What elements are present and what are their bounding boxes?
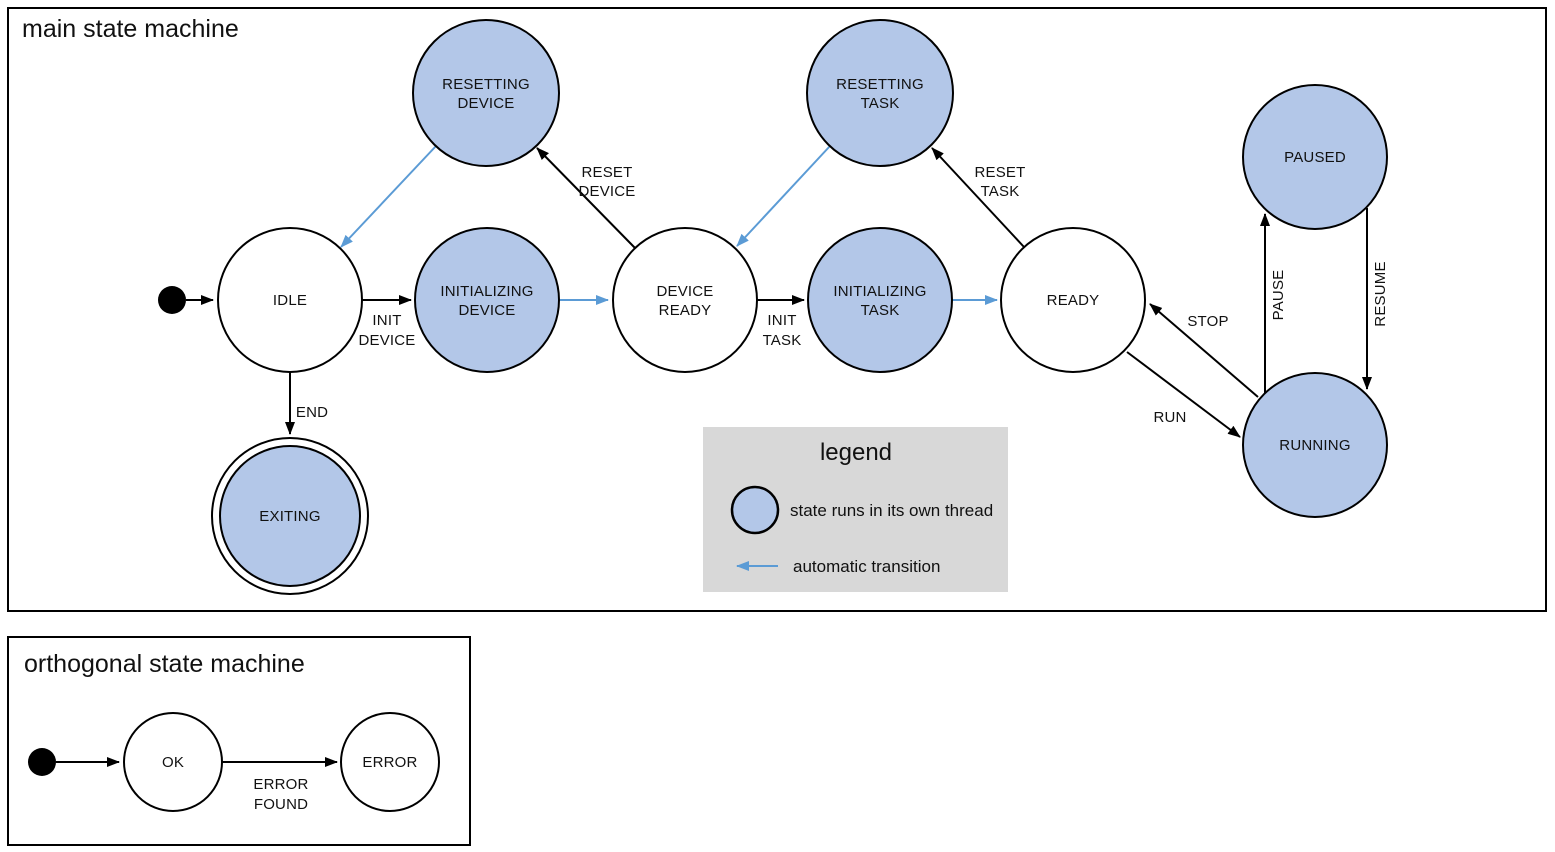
- state-initializing-task: [807, 227, 953, 373]
- state-ok: [123, 712, 223, 812]
- state-resetting-device: [412, 19, 560, 167]
- state-resetting-task-label-line2: TASK: [861, 95, 900, 112]
- state-exiting-label: EXITING: [259, 508, 320, 525]
- edge-label-stop: STOP: [1187, 313, 1228, 330]
- state-running-label: RUNNING: [1279, 437, 1350, 454]
- edge-auto-resetting-task-to-device-ready: [736, 145, 831, 247]
- edge-label-pause: PAUSE: [1270, 270, 1287, 321]
- legend-title: legend: [820, 439, 892, 466]
- edge-label-reset-task-line1: RESET: [974, 164, 1025, 181]
- edge-auto-resetting-device-to-idle: [340, 145, 437, 248]
- state-resetting-device-label-line2: DEVICE: [457, 95, 514, 112]
- edge-running-to-ready-stop: [1149, 303, 1259, 398]
- state-exiting: [219, 445, 361, 587]
- edge-ready-to-running-run: [1126, 351, 1241, 438]
- state-initializing-device-label-line1: INITIALIZING: [440, 283, 533, 300]
- edge-label-reset-device-line1: RESET: [581, 164, 632, 181]
- legend-thread-state-label: state runs in its own thread: [790, 501, 993, 520]
- state-idle: [217, 227, 363, 373]
- state-ready: [1000, 227, 1146, 373]
- state-error-label: ERROR: [362, 754, 417, 771]
- edge-device-ready-to-resetting-device: [536, 147, 636, 249]
- state-resetting-task-label-line1: RESETTING: [836, 76, 924, 93]
- legend-thread-state-icon: [730, 485, 780, 535]
- edge-label-init-task-line1: INIT: [767, 312, 796, 329]
- edge-label-reset-task-line2: TASK: [981, 183, 1020, 200]
- edge-label-init-task-line2: TASK: [763, 332, 802, 349]
- edge-label-run: RUN: [1153, 409, 1186, 426]
- state-device-ready-label-line2: READY: [659, 302, 712, 319]
- edge-label-error-found-line1: ERROR: [253, 776, 308, 793]
- initial-state-dot: [158, 286, 186, 314]
- state-idle-label: IDLE: [273, 292, 307, 309]
- edge-label-init-device-line2: DEVICE: [358, 332, 415, 349]
- orthogonal-machine-title: orthogonal state machine: [24, 650, 305, 678]
- state-ready-label: READY: [1047, 292, 1100, 309]
- state-initializing-task-label-line2: TASK: [861, 302, 900, 319]
- state-error: [340, 712, 440, 812]
- edge-label-end: END: [296, 404, 328, 421]
- main-machine-title: main state machine: [22, 15, 239, 43]
- orthogonal-initial-state-dot: [28, 748, 56, 776]
- state-initializing-device-label-line2: DEVICE: [458, 302, 515, 319]
- edge-ready-to-resetting-task: [931, 147, 1025, 248]
- edge-label-error-found-line2: FOUND: [254, 796, 308, 813]
- edge-label-reset-device-line2: DEVICE: [578, 183, 635, 200]
- state-running: [1242, 372, 1388, 518]
- state-ok-label: OK: [162, 754, 184, 771]
- state-initializing-device: [414, 227, 560, 373]
- edge-label-init-device-line1: INIT: [372, 312, 401, 329]
- legend-auto-transition-label: automatic transition: [793, 557, 940, 576]
- state-initializing-task-label-line1: INITIALIZING: [833, 283, 926, 300]
- state-resetting-task: [806, 19, 954, 167]
- edge-label-resume: RESUME: [1372, 261, 1389, 326]
- state-device-ready: [612, 227, 758, 373]
- state-paused: [1242, 84, 1388, 230]
- state-resetting-device-label-line1: RESETTING: [442, 76, 530, 93]
- state-device-ready-label-line1: DEVICE: [656, 283, 713, 300]
- state-paused-label: PAUSED: [1284, 149, 1346, 166]
